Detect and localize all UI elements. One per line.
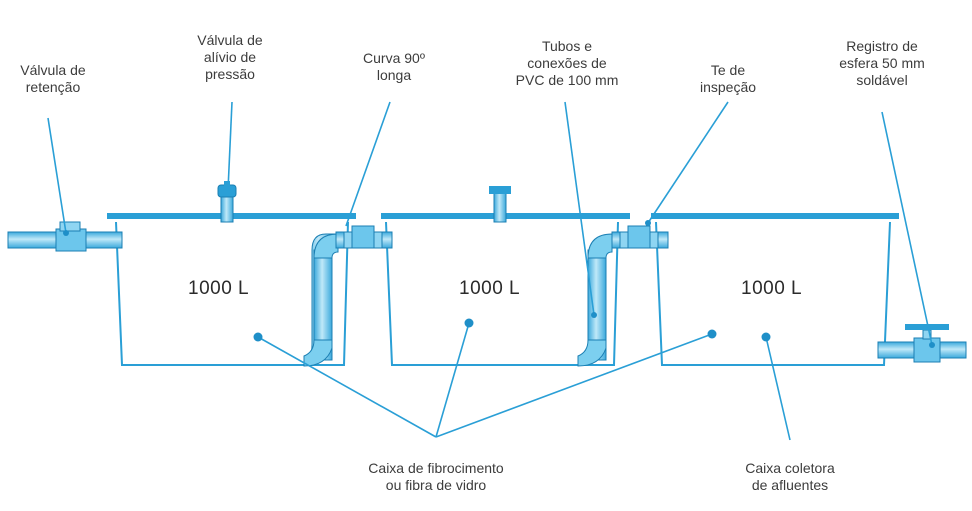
tank-2 — [385, 221, 619, 366]
tank-2-capacity: 1000 L — [459, 278, 521, 299]
tank-1 — [115, 221, 349, 366]
tank-3-capacity: 1000 L — [741, 278, 803, 299]
retention-valve-label: Válvula de retenção — [20, 62, 86, 95]
ball-valve-label: Registro de esfera 50 mm soldável — [839, 38, 925, 88]
tee-1 — [335, 225, 393, 249]
long-curve-1 — [303, 233, 339, 367]
inlet-pipe — [7, 221, 123, 252]
ball-valve — [877, 324, 967, 363]
collector-box-label: Caixa coletora de afluentes — [745, 460, 835, 493]
relief-valve — [217, 181, 237, 223]
tank-1-capacity: 1000 L — [188, 278, 250, 299]
long-curve-2 — [577, 233, 613, 367]
tank-3-lid — [651, 213, 899, 219]
vent-pipe — [489, 186, 511, 223]
inspection-tee — [611, 225, 669, 249]
pipes-label: Tubos e conexões de PVC de 100 mm — [515, 38, 619, 88]
leader-dots — [63, 220, 935, 348]
curve-label: Curva 90º longa — [363, 50, 425, 83]
relief-valve-label: Válvula de alívio de pressão — [197, 32, 263, 82]
leader-lines — [47, 101, 933, 441]
inspection-tee-label: Te de inspeção — [699, 62, 757, 95]
fiber-box-label: Caixa de fibrocimento ou fibra de vidro — [368, 460, 504, 493]
